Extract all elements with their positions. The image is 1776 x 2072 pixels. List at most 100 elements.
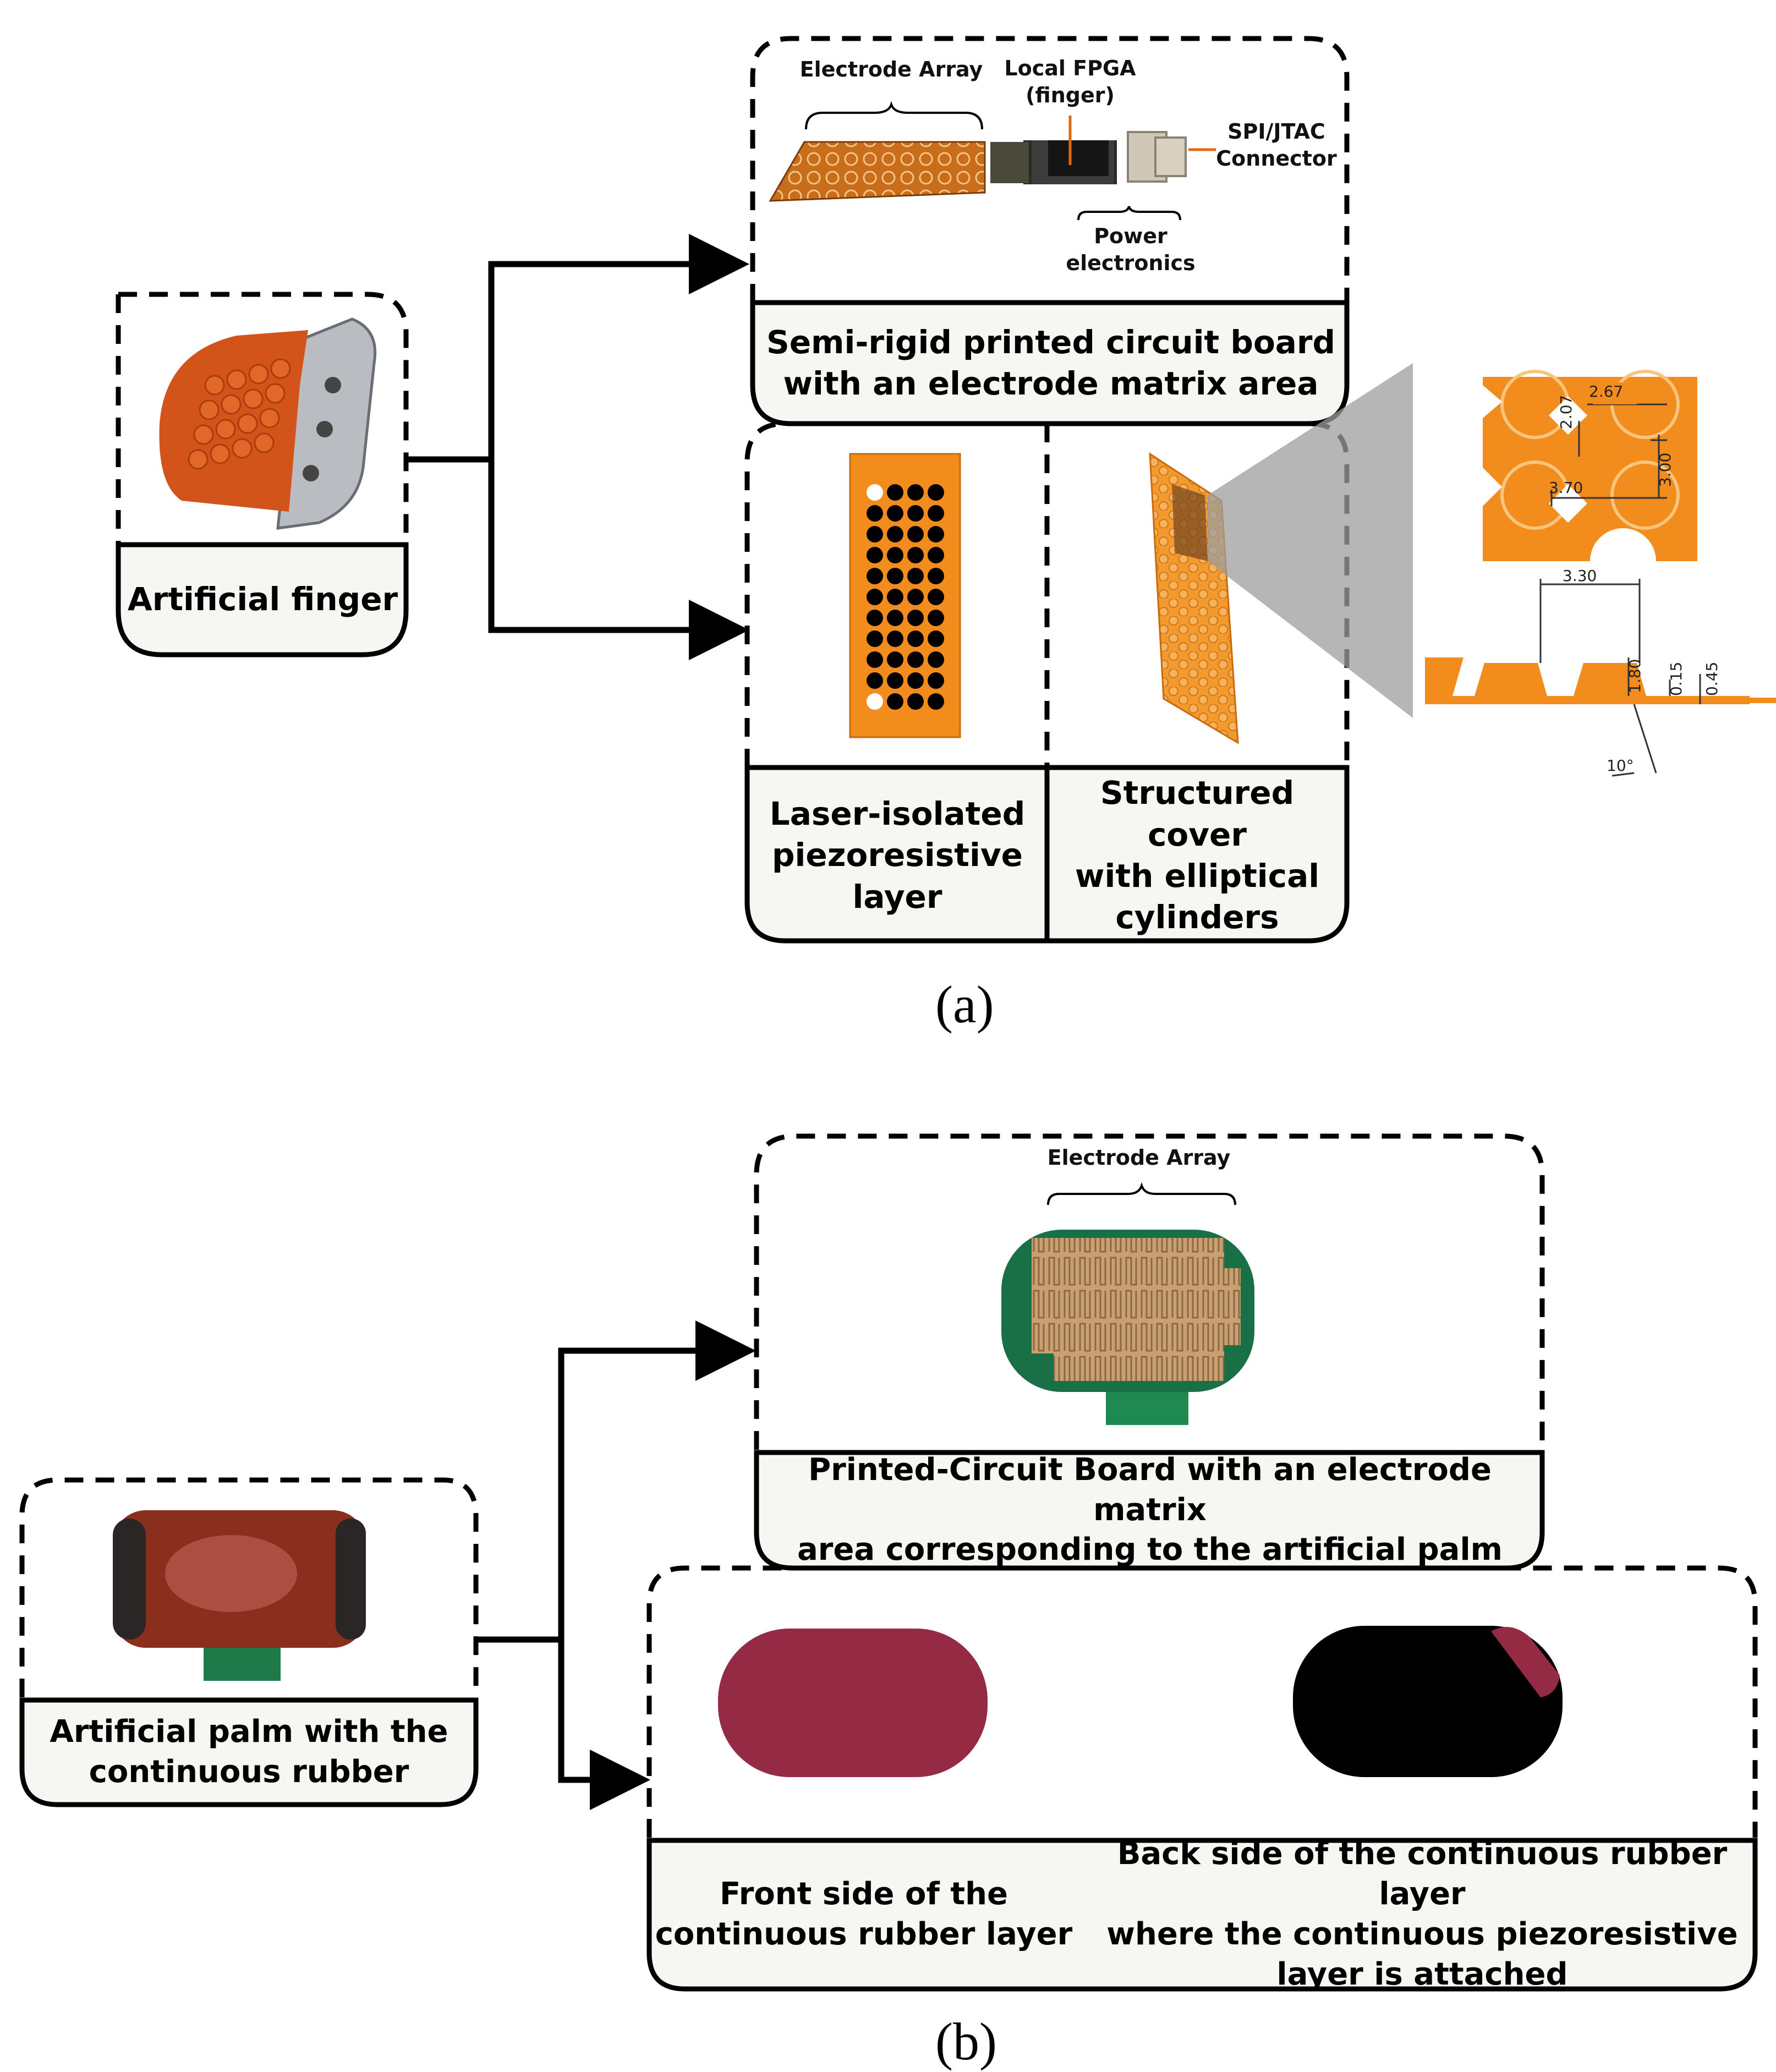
pcb-finger-image: [769, 131, 1187, 202]
power-line1: Power: [1094, 224, 1167, 248]
sensor-dot: [928, 610, 944, 626]
piezoresistive-label: Laser-isolated piezoresistive layer: [749, 773, 1045, 938]
back-label: Back side of the continuous rubber layer…: [1092, 1836, 1752, 1992]
pcb-label-b-line2: area corresponding to the artificial pal…: [797, 1532, 1503, 1568]
dim-0-15: 0.15: [1667, 661, 1685, 696]
sensor-dot: [867, 484, 883, 501]
sensor-dot: [928, 693, 944, 710]
dim-3-00: 3.00: [1656, 452, 1674, 487]
local-fpga-line1: Local FPGA: [1004, 56, 1136, 80]
connector-b: [476, 1320, 756, 1810]
palm-label-line2: continuous rubber: [89, 1754, 409, 1790]
sensor-dot: [867, 568, 883, 584]
connector-callout: SPI/JTAC Connector: [1208, 118, 1345, 173]
sensor-dot: [887, 693, 903, 710]
cover-label: Structured cover with elliptical cylinde…: [1050, 773, 1345, 938]
sensor-dot: [907, 672, 924, 689]
sensor-dot: [887, 631, 903, 647]
dim-10-deg: 10°: [1607, 757, 1634, 775]
sensor-dot: [867, 651, 883, 668]
piezoresistive-layer-image: [849, 453, 961, 738]
rubber-front-image: [718, 1629, 988, 1777]
sensor-dot: [887, 589, 903, 605]
cover-label-line1: Structured cover: [1100, 774, 1295, 853]
electrode-array-callout-b: Electrode Array: [1047, 1145, 1231, 1170]
cover-detail-top-view: [1483, 370, 1697, 561]
sensor-dot: [867, 693, 883, 710]
sensor-dot: [928, 547, 944, 563]
sensor-dot: [928, 631, 944, 647]
artificial-palm-image: [113, 1510, 366, 1681]
rubber-back-image: [1293, 1626, 1563, 1777]
sensor-dot: [907, 631, 924, 647]
front-label-line2: continuous rubber layer: [655, 1916, 1073, 1952]
sensor-dot: [867, 672, 883, 689]
sensor-dot: [887, 547, 903, 563]
sensor-dot: [907, 651, 924, 668]
sensor-dot: [928, 589, 944, 605]
sensor-dot: [928, 651, 944, 668]
dim-2-67: 2.67: [1589, 382, 1624, 401]
finger-box: [116, 292, 409, 657]
power-callout: Power electronics: [1051, 223, 1210, 277]
dim-2-07: 2.07: [1557, 394, 1575, 429]
pcb-label-b: Printed-Circuit Board with an electrode …: [759, 1452, 1541, 1568]
local-fpga-callout: Local FPGA (finger): [988, 55, 1153, 109]
pcb-label-b-line1: Printed-Circuit Board with an electrode …: [808, 1451, 1492, 1528]
structured-cover-image: [1149, 363, 1413, 744]
sensor-dot: [928, 505, 944, 522]
dim-0-45: 0.45: [1703, 661, 1721, 696]
back-label-line1: Back side of the continuous rubber layer: [1117, 1836, 1728, 1912]
artificial-finger-image: [159, 317, 377, 530]
piezoresistive-label-line1: Laser-isolated: [769, 794, 1026, 832]
pcb-palm-image: [1001, 1182, 1254, 1425]
dim-1-80: 1.80: [1626, 659, 1644, 693]
sensor-dot: [867, 505, 883, 522]
sensor-dot: [867, 547, 883, 563]
palm-label: Artificial palm with the continuous rubb…: [25, 1703, 473, 1802]
caption-b: (b): [935, 2012, 997, 2071]
power-line2: electronics: [1066, 251, 1196, 276]
palm-label-line1: Artificial palm with the: [50, 1714, 448, 1750]
sensor-dot: [887, 651, 903, 668]
back-label-line2: where the continuous piezoresistive: [1106, 1916, 1738, 1952]
caption-a: (a): [935, 975, 994, 1034]
connector-a: [406, 234, 749, 660]
sensor-dot: [907, 526, 924, 542]
dim-3-70: 3.70: [1549, 479, 1583, 497]
sensor-dot: [867, 589, 883, 605]
dim-3-30: 3.30: [1563, 567, 1597, 585]
front-label: Front side of the continuous rubber laye…: [652, 1843, 1076, 1986]
sensor-dot: [867, 526, 883, 542]
sensor-dot: [887, 610, 903, 626]
front-label-line1: Front side of the: [720, 1876, 1008, 1912]
pcb-label-a-line1: Semi-rigid printed circuit board: [766, 323, 1336, 361]
sensor-dot: [887, 505, 903, 522]
sensor-dot: [867, 610, 883, 626]
sensor-dot: [928, 526, 944, 542]
sensor-dot: [907, 547, 924, 563]
pcb-label-a-line2: with an electrode matrix area: [783, 365, 1319, 402]
pcb-callout-lines: [805, 101, 1216, 221]
connector-line2: Connector: [1216, 146, 1337, 171]
cover-detail-side-view: [1425, 579, 1776, 777]
piezoresistive-label-line3: layer: [852, 878, 942, 916]
connector-line1: SPI/JTAC: [1227, 119, 1325, 144]
sensor-dot: [887, 568, 903, 584]
cover-label-line2: with elliptical: [1075, 857, 1320, 895]
local-fpga-line2: (finger): [1026, 83, 1115, 108]
piezoresistive-label-line2: piezoresistive: [772, 836, 1023, 874]
pcb-label-a: Semi-rigid printed circuit board with an…: [757, 308, 1345, 418]
sensor-dot: [907, 505, 924, 522]
pcb-box-b: [754, 1133, 1545, 1571]
rubber-box-b: [646, 1565, 1758, 1992]
cover-label-line3: cylinders: [1115, 898, 1279, 936]
sensor-dot: [867, 631, 883, 647]
sensor-dot: [907, 610, 924, 626]
pcb-box-a: [750, 36, 1350, 426]
sensor-dot: [907, 589, 924, 605]
sensor-dot: [928, 672, 944, 689]
sensor-dot: [907, 568, 924, 584]
sensor-dot: [907, 693, 924, 710]
